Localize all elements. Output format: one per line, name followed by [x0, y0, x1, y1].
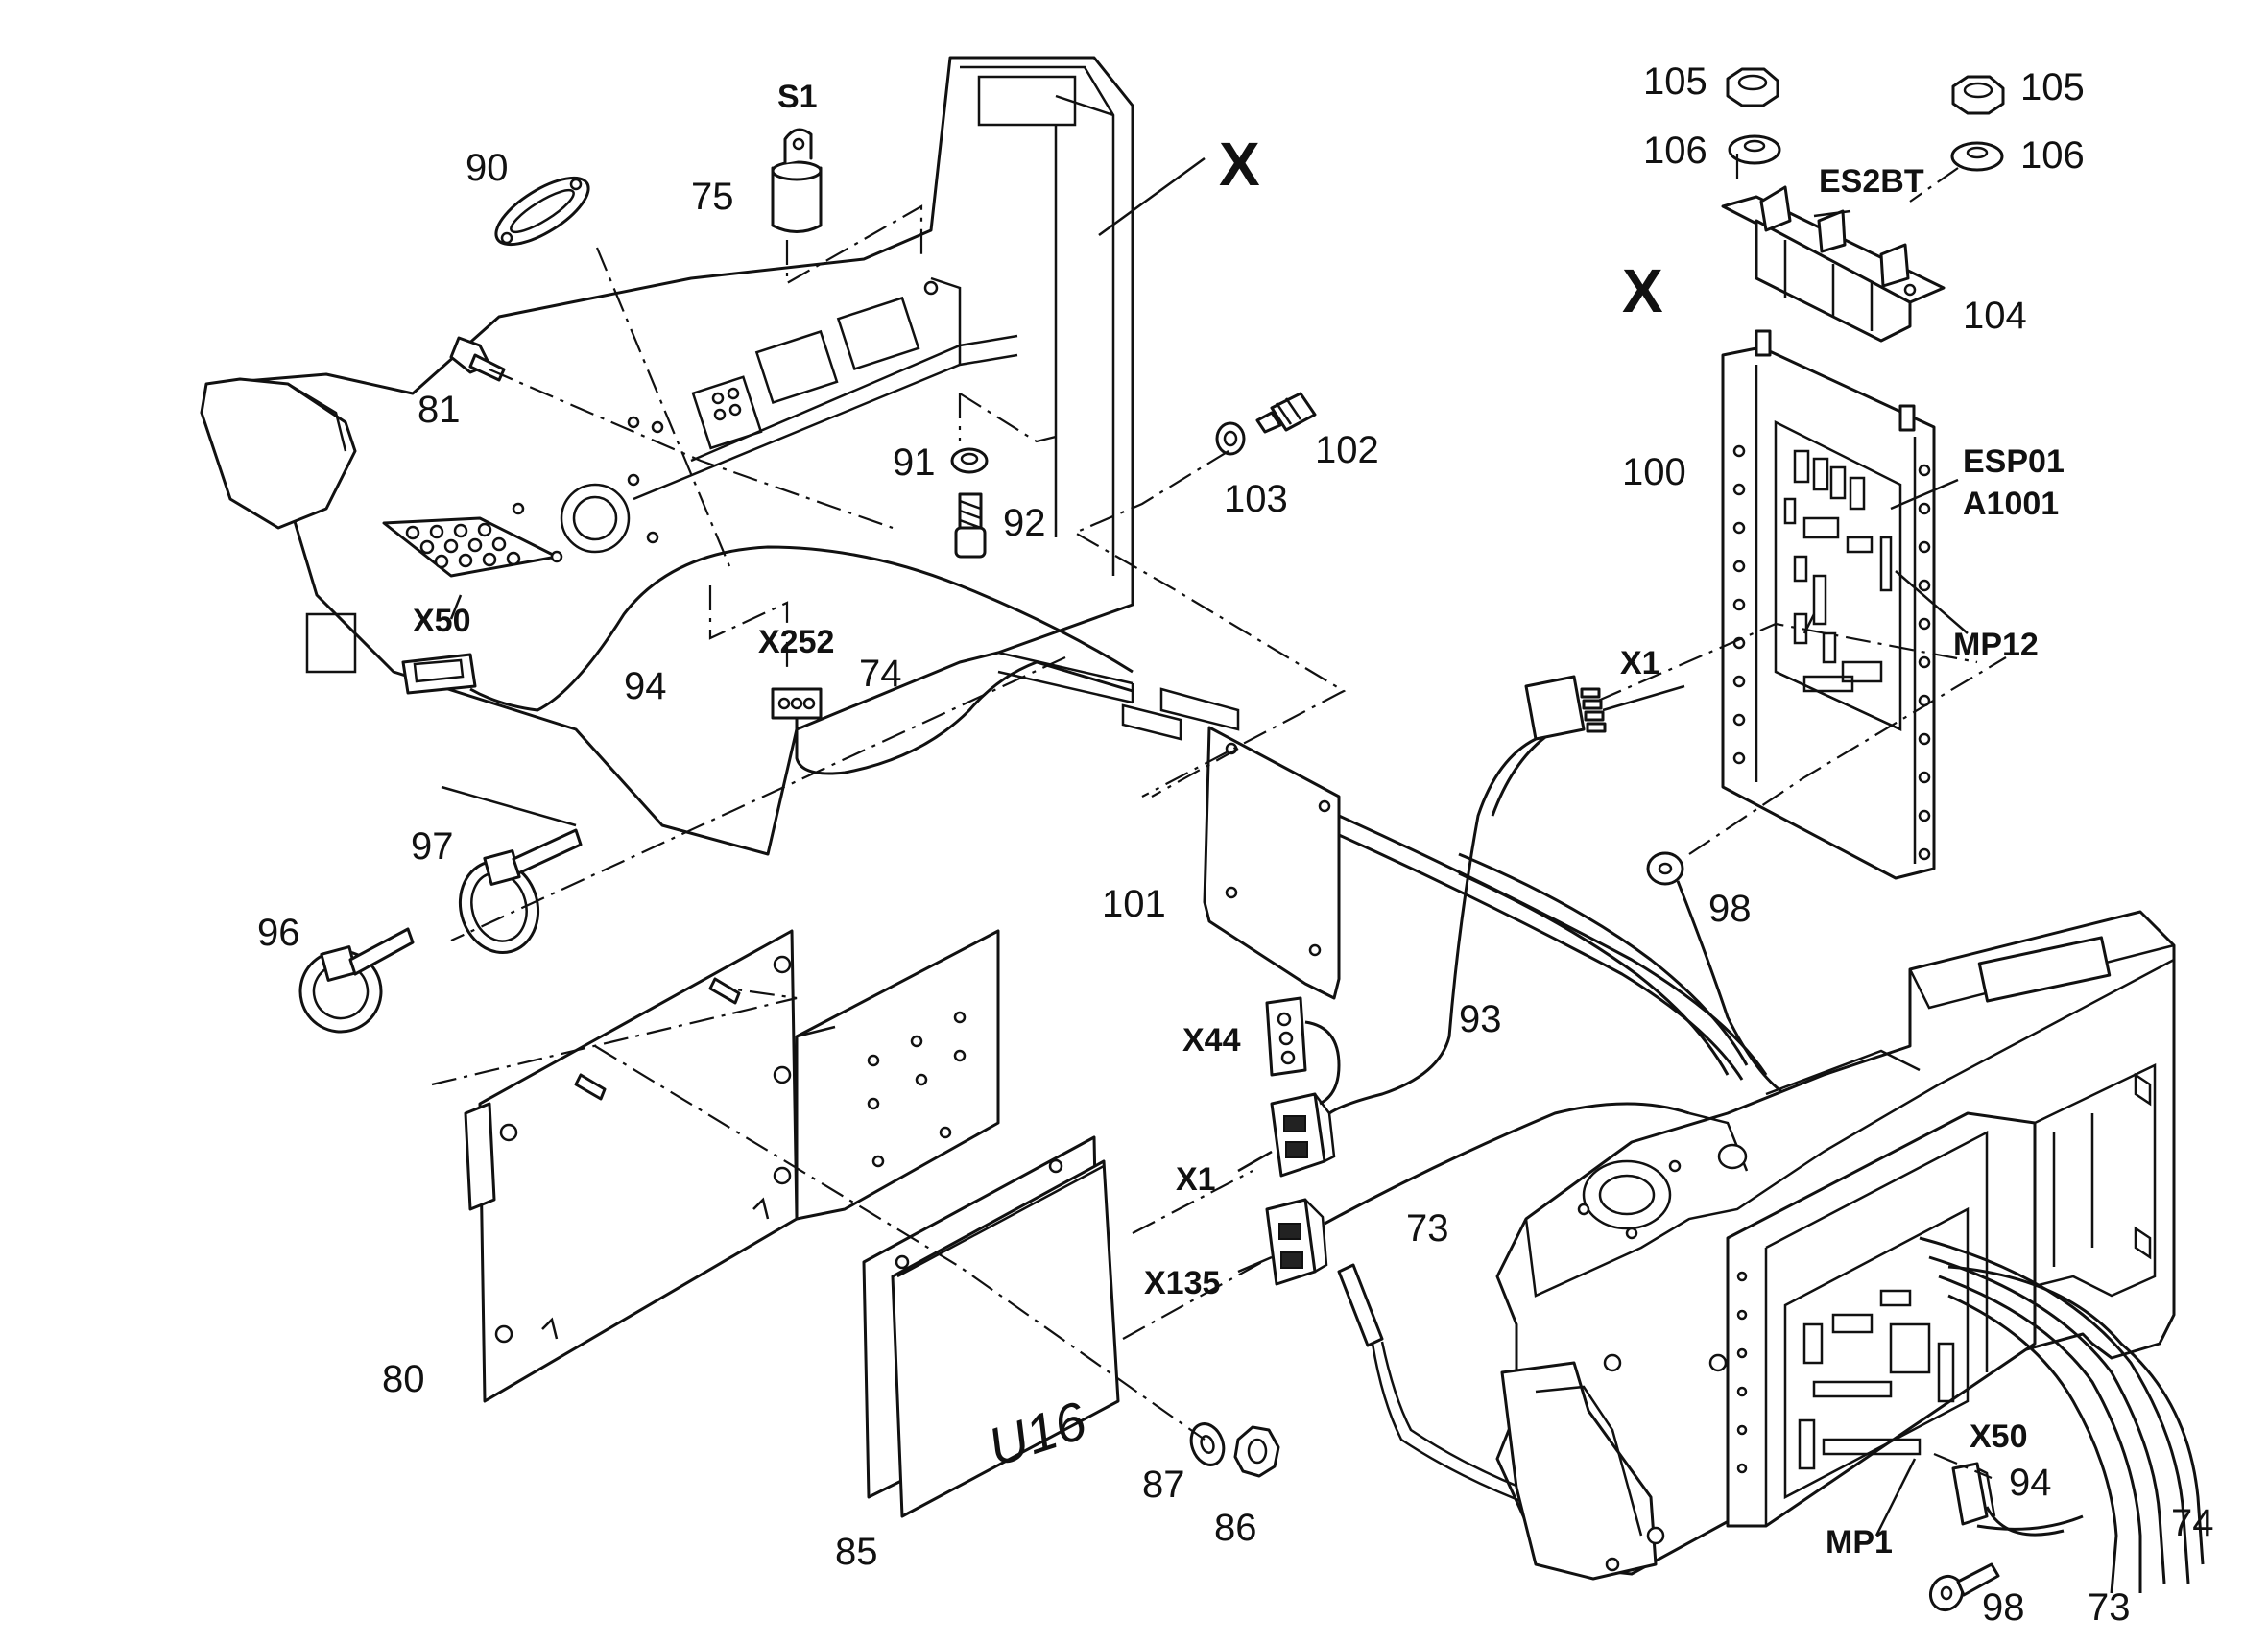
label-94-top: 94 [624, 665, 667, 707]
cable-93 [1328, 737, 1537, 1115]
label-93: 93 [1459, 998, 1502, 1040]
gasket-90 [494, 176, 590, 247]
label-a1001: A1001 [1963, 486, 2059, 522]
side-holes [1732, 444, 1931, 861]
connector-x135 [1265, 1198, 1328, 1286]
washer-87 [1189, 1422, 1226, 1466]
washer-106-right [1950, 141, 2004, 172]
screw-102 [1255, 392, 1317, 434]
label-s1: S1 [777, 79, 818, 115]
cable-tie-97 [458, 828, 583, 955]
label-94-bottom: 94 [2009, 1462, 2052, 1504]
label-87: 87 [1142, 1464, 1185, 1506]
label-es2bt: ES2BT [1819, 163, 1924, 200]
label-85: 85 [835, 1531, 878, 1573]
label-90: 90 [466, 147, 509, 189]
nut-105-right [1951, 75, 2005, 115]
label-106-right: 106 [2020, 134, 2085, 177]
pointer-lines [449, 156, 1969, 1537]
label-102: 102 [1315, 429, 1379, 471]
connector-x1-top [1524, 675, 1607, 741]
base-electronics [1798, 1289, 1955, 1470]
console-housing [200, 56, 1134, 856]
base-assembly [1337, 910, 2176, 1581]
label-x-right: X [1622, 256, 1663, 325]
module-u16 [862, 1135, 1120, 1518]
label-91: 91 [893, 441, 936, 484]
label-74-bottom: 74 [2171, 1502, 2214, 1544]
label-73-mid: 73 [1406, 1207, 1449, 1250]
label-75: 75 [691, 176, 734, 218]
label-x1-top: X1 [1620, 645, 1660, 681]
connector-x1-mid [1270, 1092, 1336, 1178]
label-86: 86 [1214, 1507, 1257, 1549]
screw-81 [449, 336, 506, 382]
cable-73 [1324, 1102, 1690, 1226]
nut-105-left [1726, 67, 1779, 107]
label-103: 103 [1224, 478, 1288, 520]
label-105-right: 105 [2020, 66, 2085, 108]
label-101: 101 [1102, 883, 1166, 925]
label-x135: X135 [1144, 1265, 1220, 1301]
bolt-92 [954, 492, 987, 559]
label-98-top: 98 [1708, 888, 1752, 930]
label-106-left: 106 [1643, 130, 1707, 172]
label-96: 96 [257, 912, 300, 954]
label-mp12: MP12 [1953, 627, 2039, 663]
washer-103 [1215, 421, 1246, 456]
label-100: 100 [1622, 451, 1686, 493]
label-97: 97 [411, 825, 454, 868]
label-105-left: 105 [1643, 60, 1707, 103]
connector-x50-bottom [1951, 1462, 2065, 1537]
label-80: 80 [382, 1358, 425, 1400]
cable-tie-96 [298, 927, 415, 1034]
nut-86 [1233, 1425, 1280, 1478]
key-switch-s1 [771, 128, 823, 233]
label-73-bottom: 73 [2088, 1586, 2131, 1629]
label-x50-top: X50 [413, 603, 471, 639]
leader-lines [431, 154, 2007, 1480]
ring-terminal-98-bottom [1928, 1562, 2000, 1612]
label-x252: X252 [758, 624, 834, 660]
label-esp01: ESP01 [1963, 443, 2065, 480]
ring-terminal-98-top [1646, 851, 1684, 886]
perforation-holes [405, 522, 521, 569]
label-98-bottom: 98 [1982, 1586, 2025, 1629]
switch-module-es2bt [1721, 185, 1946, 343]
label-x-top: X [1219, 130, 1260, 199]
label-81: 81 [418, 389, 461, 431]
label-104: 104 [1963, 295, 2027, 337]
callout-labels: S1 75 90 X 81 91 92 102 103 X50 X252 74 … [257, 60, 2214, 1629]
control-board-100 [1721, 329, 1936, 880]
connector-x252 [771, 687, 823, 720]
label-x50-bottom: X50 [1970, 1418, 2028, 1455]
base-holes [1708, 1271, 1748, 1474]
label-x44: X44 [1182, 1022, 1241, 1059]
washer-91 [950, 447, 989, 474]
label-92: 92 [1003, 502, 1046, 544]
washer-106-left [1728, 134, 1781, 165]
label-mp1: MP1 [1826, 1524, 1893, 1561]
cable-94 [469, 545, 1134, 712]
mounting-plate-80 [464, 929, 1000, 1403]
bracket-101 [1203, 726, 1341, 1000]
label-x1-mid: X1 [1176, 1161, 1216, 1198]
connector-x44 [1265, 996, 1341, 1106]
label-74-top: 74 [859, 653, 902, 695]
connector-x50-top [401, 653, 477, 695]
